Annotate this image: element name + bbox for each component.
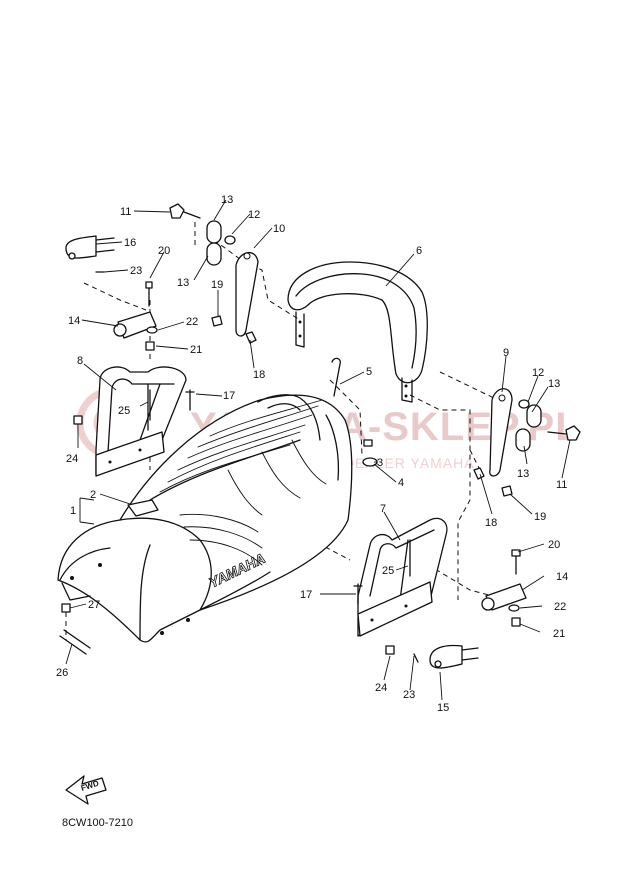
callout-13-left-upper: 13: [221, 194, 233, 206]
callout-24-left: 24: [66, 453, 78, 465]
callout-27: 27: [88, 599, 100, 611]
callout-15: 15: [437, 702, 449, 714]
callout-26: 26: [56, 667, 68, 679]
callout-13-right-upper: 13: [548, 378, 560, 390]
callout-22-right: 22: [554, 601, 566, 613]
drawing-code: 8CW100-7210: [62, 817, 133, 829]
callout-11-right: 11: [556, 479, 567, 491]
callout-22-left: 22: [186, 316, 198, 328]
callout-9: 9: [503, 347, 509, 359]
callout-11-left: 11: [120, 206, 131, 218]
callout-3: 3: [377, 457, 383, 469]
callout-23-left: 23: [130, 265, 142, 277]
fwd-arrow-icon: FWD: [65, 775, 107, 805]
callout-1: 1: [70, 505, 76, 517]
callout-21-left: 21: [190, 344, 202, 356]
right-backrest-bracket: [357, 517, 448, 637]
callout-20-left: 20: [158, 245, 170, 257]
callout-17-left: 17: [223, 390, 235, 402]
callout-17-right: 17: [300, 589, 312, 601]
right-grip-assembly: [413, 549, 527, 669]
right-upper-stay: [473, 388, 581, 497]
callout-10: 10: [273, 223, 285, 235]
callout-18-left: 18: [253, 369, 265, 381]
left-upper-stay: [169, 203, 259, 344]
leader-lines: [65, 199, 571, 701]
seat-assembly: YAMAHA: [57, 394, 353, 643]
callout-16: 16: [124, 237, 136, 249]
callout-25-right: 25: [382, 565, 394, 577]
callout-2: 2: [90, 489, 96, 501]
left-backrest-bracket: [95, 366, 187, 477]
callout-4: 4: [398, 477, 404, 489]
callout-23-right: 23: [403, 689, 415, 701]
callout-19-right: 19: [534, 511, 546, 523]
callout-12-left: 12: [248, 209, 260, 221]
callout-14-left: 14: [68, 315, 80, 327]
callout-14-right: 14: [556, 571, 568, 583]
callout-12-right: 12: [532, 367, 544, 379]
backrest-pad: [287, 261, 428, 403]
callout-20-right: 20: [548, 539, 560, 551]
left-grip-assembly: [65, 235, 158, 351]
callout-6: 6: [416, 245, 422, 257]
callout-18-right: 18: [485, 517, 497, 529]
callout-labels: 11 13 12 10 16 20 23 13 19 14 22 21 18 8…: [56, 194, 568, 714]
callout-24-right: 24: [375, 682, 387, 694]
callout-8: 8: [77, 355, 83, 367]
callout-13-right-lower: 13: [517, 468, 529, 480]
fasteners: [59, 357, 411, 655]
callout-13-left-lower: 13: [177, 277, 189, 289]
callout-21-right: 21: [553, 628, 565, 640]
callout-7: 7: [380, 503, 386, 515]
callout-25-left: 25: [118, 405, 130, 417]
callout-5: 5: [366, 366, 372, 378]
callout-19-left: 19: [211, 279, 223, 291]
